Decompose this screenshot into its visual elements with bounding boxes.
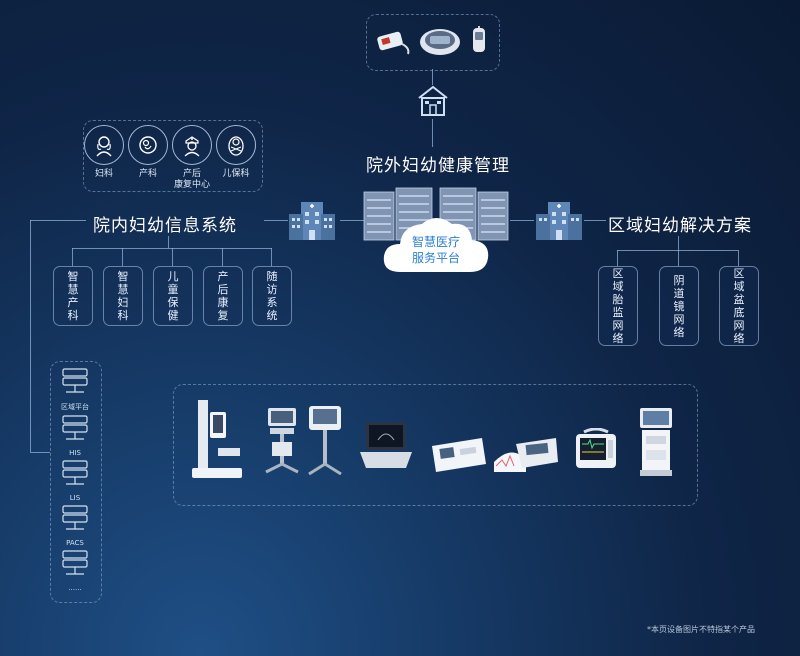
tower-workstation-icon xyxy=(640,408,672,476)
department-label: 妇科 xyxy=(94,169,113,179)
handheld-doppler-icon xyxy=(473,26,485,52)
server-column-box xyxy=(50,361,102,603)
connector xyxy=(432,69,433,85)
obstetrics-circle xyxy=(128,125,168,165)
connector xyxy=(30,220,31,452)
server-label: ...... xyxy=(68,584,82,592)
nurse-icon xyxy=(184,136,200,157)
regional-system-box: 区域盆底网络 xyxy=(719,266,759,346)
department-box xyxy=(83,120,263,192)
hospital-building-icon xyxy=(536,202,582,240)
gynecology-circle xyxy=(84,125,124,165)
server-icon xyxy=(62,505,88,530)
devices-box xyxy=(173,384,698,506)
connector xyxy=(172,248,173,266)
connector xyxy=(271,248,272,266)
server-icon xyxy=(62,550,88,575)
regional-system-box: 区域胎监网络 xyxy=(598,266,638,346)
connector xyxy=(584,220,606,221)
connector xyxy=(122,248,123,266)
footnote: *本页设备图片不特指某个产品 xyxy=(647,625,755,634)
inside-system-box: 产后康复 xyxy=(203,266,243,326)
ecg-machine-icon xyxy=(494,438,558,472)
house-icon xyxy=(418,85,448,116)
connector xyxy=(168,236,169,248)
regional-title: 区域妇幼解决方案 xyxy=(608,216,752,236)
server-icon xyxy=(62,415,88,440)
connector xyxy=(340,220,364,221)
cloud-label-line1: 智慧医疗 xyxy=(411,235,460,249)
child-care-circle xyxy=(216,125,256,165)
server-icon xyxy=(62,368,88,393)
cloud-label-line2: 服务平台 xyxy=(411,251,460,265)
cart-workstation-icon xyxy=(265,408,299,474)
connector xyxy=(30,452,50,453)
cloud-label: 智慧医疗 服务平台 xyxy=(388,234,484,266)
outside-title: 院外妇幼健康管理 xyxy=(366,156,510,176)
inside-title: 院内妇幼信息系统 xyxy=(93,216,237,236)
laptop-ultrasound-icon xyxy=(360,422,412,468)
woman-icon xyxy=(96,136,112,157)
fetal-monitor-icon xyxy=(432,438,486,472)
connector xyxy=(510,220,534,221)
connector xyxy=(617,250,738,251)
server-label: PACS xyxy=(66,539,84,547)
server-icon xyxy=(62,460,88,485)
bp-monitor-icon xyxy=(420,29,460,55)
connector xyxy=(222,248,223,266)
inside-system-box: 随访系统 xyxy=(252,266,292,326)
connector xyxy=(30,220,86,221)
server-rack-icon xyxy=(363,187,509,241)
cloud-icon xyxy=(383,218,489,272)
connector xyxy=(617,250,618,266)
kiosk-device-icon xyxy=(192,400,242,478)
blood-pressure-cuff-icon xyxy=(377,31,410,55)
connector xyxy=(678,250,679,266)
regional-system-box: 阴道镜网络 xyxy=(659,266,699,346)
department-label: 产后康复中心 xyxy=(173,169,210,190)
patient-monitor-icon xyxy=(576,428,616,468)
wearables-box xyxy=(366,14,500,71)
connector xyxy=(264,220,288,221)
baby-icon xyxy=(228,136,244,156)
server-label: 区域平台 xyxy=(61,403,89,411)
trolley-monitor-icon xyxy=(308,406,342,476)
pregnant-icon xyxy=(139,136,157,154)
department-label: 儿保科 xyxy=(222,169,250,179)
server-label: HIS xyxy=(69,449,81,457)
inside-system-box: 智慧产科 xyxy=(53,266,93,326)
server-label: LIS xyxy=(69,494,81,502)
hospital-building-icon xyxy=(289,202,335,240)
connector xyxy=(678,236,679,250)
connector xyxy=(432,119,433,147)
department-label: 产科 xyxy=(138,169,157,179)
inside-system-box: 儿童保健 xyxy=(153,266,193,326)
connector xyxy=(738,250,739,266)
inside-system-box: 智慧妇科 xyxy=(103,266,143,326)
connector xyxy=(72,248,73,266)
postnatal-circle xyxy=(172,125,212,165)
